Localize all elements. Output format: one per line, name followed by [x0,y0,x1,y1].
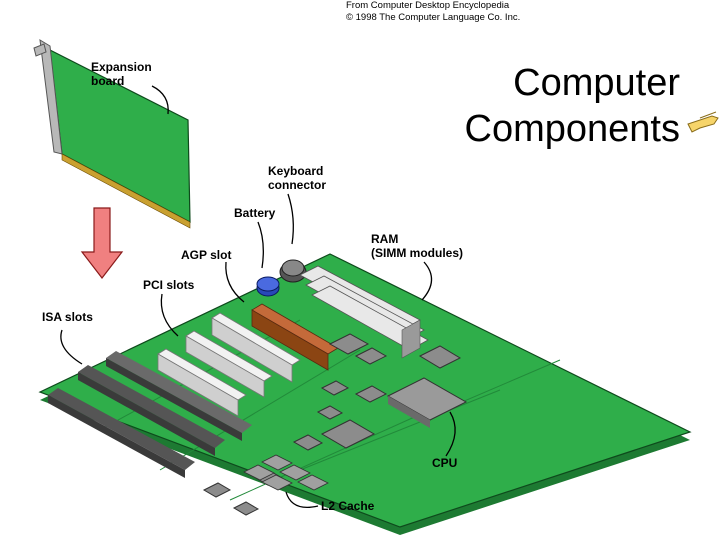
label-ram-line2: (SIMM modules) [371,246,463,260]
label-battery: Battery [234,206,276,220]
label-keyboard-line1: Keyboard [268,164,324,178]
cpu-chip [386,377,468,428]
source-line-2: © 1998 The Computer Language Co. Inc. [346,12,521,23]
pci-slots [157,312,301,417]
l2-cache-chips [243,454,329,491]
label-ram: RAM (SIMM modules) [371,232,463,260]
pci-slot [157,348,247,417]
label-keyboard-connector: Keyboard connector [268,164,326,192]
chips [202,333,462,516]
label-isa-slots: ISA slots [42,310,93,324]
label-expansion-board-line2: board [91,74,125,88]
label-l2-cache: L2 Cache [321,499,375,513]
label-expansion-board: Expansion board [91,60,152,88]
source-credit: From Computer Desktop Encyclopedia © 199… [346,0,520,24]
label-cpu: CPU [432,456,458,470]
source-line-1: From Computer Desktop Encyclopedia [346,0,510,11]
label-pci-slots: PCI slots [143,278,195,292]
page-title: Computer Components [465,60,680,152]
ram-modules [299,265,429,359]
label-agp-slot: AGP slot [181,248,232,262]
leader-lines [60,85,456,509]
expansion-board [33,39,191,229]
label-ram-line1: RAM [371,232,399,246]
label-expansion-board-line1: Expansion [91,60,152,74]
battery [256,276,280,297]
pci-slot [185,330,273,398]
isa-slot [78,365,225,456]
isa-slot [106,351,252,441]
pci-slot [211,312,301,383]
title-line-2: Components [464,108,680,150]
keyboard-connector [279,259,307,283]
install-arrow [80,207,124,279]
isa-slot [48,388,195,478]
isa-slots [48,351,252,478]
agp-slot [251,303,339,371]
pointing-hand-icon [687,111,719,133]
label-keyboard-line2: connector [268,178,327,192]
title-line-1: Computer [513,62,680,104]
